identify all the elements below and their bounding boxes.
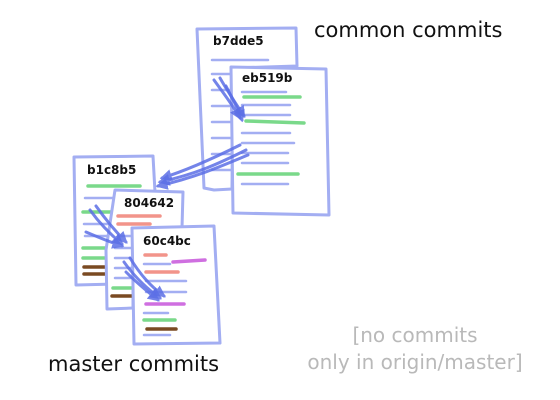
text-lines [142, 253, 207, 337]
commit-sha: 804642 [124, 196, 174, 210]
commit-sha: 60c4bc [143, 234, 191, 248]
origin-only-note: [no commits only in origin/master] [290, 322, 540, 376]
arrow-b1c8b5-to-804642 [84, 204, 128, 249]
commit-sha: eb519b [242, 71, 293, 85]
arrow-804642-to-60c4bc [122, 256, 166, 302]
master-commits-label: master commits [48, 352, 220, 376]
arrow-eb519b-to-b1c8b5 [155, 143, 250, 190]
common-commits-label: common commits [314, 18, 503, 42]
commit-arrows [84, 76, 250, 302]
commit-sha: b1c8b5 [87, 163, 136, 177]
commit-sha: b7dde5 [213, 34, 264, 48]
page-outline [229, 65, 331, 217]
commit-page-60c4bc: 60c4bc [130, 224, 222, 346]
origin-only-note-line-1: [no commits [352, 323, 478, 347]
text-lines [236, 90, 306, 186]
origin-only-note-line-2: only in origin/master] [307, 350, 523, 374]
arrow-b7dde5-to-eb519b [212, 76, 246, 123]
commit-page-eb519b: eb519b [229, 65, 331, 217]
